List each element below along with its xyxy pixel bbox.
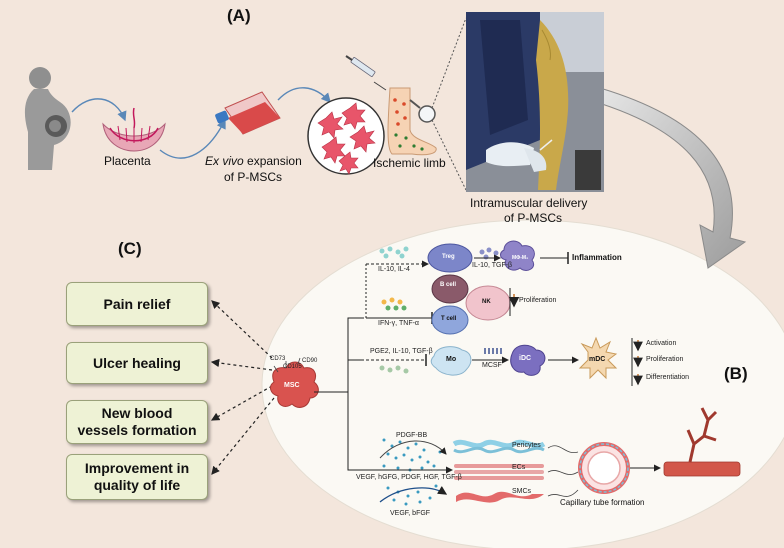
outcome-new-vessels-line2: vessels formation xyxy=(77,422,197,438)
ex-vivo-italic: Ex vivo xyxy=(205,154,244,168)
syringe-icon xyxy=(345,55,387,91)
expanded-cells-magnifier xyxy=(307,97,385,175)
b-cell-label: B cell xyxy=(440,282,457,288)
outcome-pain-relief: Pain relief xyxy=(66,282,208,326)
transition-arrow xyxy=(599,87,747,269)
idc-label: iDC xyxy=(519,355,532,362)
mcsf-label: MCSF xyxy=(482,362,502,369)
monocyte-cell xyxy=(430,346,472,376)
capillary-label: Capillary tube formation xyxy=(560,498,645,507)
il10-tgfb-label: IL-10, TGF-β xyxy=(472,262,513,269)
outcome-quality-of-life: Improvement in quality of life xyxy=(66,454,208,500)
ecs-label: ECs xyxy=(512,464,526,471)
ex-vivo-rest: expansion xyxy=(247,154,302,168)
b-cell xyxy=(431,274,469,304)
ex-vivo-label: Ex vivo expansion xyxy=(205,154,302,168)
panel-c-label: (C) xyxy=(118,239,142,258)
t-cell xyxy=(431,305,469,335)
treg-label: Treg xyxy=(442,254,455,260)
msc-to-pain-relief-arrow xyxy=(211,300,273,359)
outcome-new-vessels: New blood vessels formation xyxy=(66,400,208,444)
outcome-ulcer-healing-text: Ulcer healing xyxy=(93,354,181,371)
ischemic-limb-label: Ischemic limb xyxy=(373,156,446,170)
placenta-label: Placenta xyxy=(104,154,151,168)
pge2-label: PGE2, IL-10, TGF-β xyxy=(370,348,433,355)
activation-label: Activation xyxy=(646,340,677,347)
proliferation-label-2: Proliferation xyxy=(646,356,684,363)
pregnant-woman-icon xyxy=(24,67,71,170)
panel-a-label: (A) xyxy=(227,6,251,25)
mo-label: Mo xyxy=(446,356,457,363)
msc-to-ulcer-arrow xyxy=(210,358,273,371)
outcome-quality-line1: Improvement in xyxy=(84,460,190,476)
marker-cd73: CD73 xyxy=(270,356,286,362)
outcome-pain-relief-text: Pain relief xyxy=(103,295,171,312)
nk-label: NK xyxy=(482,299,491,305)
blood-vessel-icon xyxy=(663,407,741,477)
mdc-label: mDC xyxy=(589,356,606,363)
ecs-band xyxy=(454,464,544,480)
msc-to-quality-arrow xyxy=(211,397,275,475)
pdgf-bb-label: PDGF-BB xyxy=(396,432,428,439)
macrophage-label: MΦ-M₂ xyxy=(512,255,529,261)
marker-cd105: CD105 xyxy=(283,364,302,370)
outcome-new-vessels-line1: New blood xyxy=(101,405,173,421)
culture-flask-icon xyxy=(215,91,281,135)
macrophage-cell xyxy=(500,240,535,271)
pericytes-label: Pericytes xyxy=(512,442,541,449)
capillary-ring xyxy=(578,442,630,494)
marker-cd90: CD90 xyxy=(302,358,318,364)
il10-il4-label: IL-10, IL-4 xyxy=(378,266,410,273)
proliferation-label: Proliferation xyxy=(519,297,557,304)
treg-cell xyxy=(427,243,473,273)
mdc-cell xyxy=(578,336,618,380)
outcome-quality-line2: quality of life xyxy=(93,477,181,493)
delivery-label-line2: of P-MSCs xyxy=(504,211,563,225)
arrow-to-placenta xyxy=(71,98,127,122)
vegf-bfgf-label: VEGF, bFGF xyxy=(390,510,431,517)
inflammation-label: Inflammation xyxy=(572,253,622,262)
magnifier-icon xyxy=(409,99,436,123)
delivery-label-line1: Intramuscular delivery xyxy=(470,196,588,210)
outcome-ulcer-healing: Ulcer healing xyxy=(66,342,208,384)
vegf-list-label: VEGF, hGFG, PDGF, HGF, TGF-β xyxy=(356,474,462,481)
ex-vivo-line2: of P-MSCs xyxy=(224,170,283,184)
arrow-to-flask xyxy=(159,118,226,159)
placenta-icon xyxy=(102,107,166,152)
t-cell-label: T cell xyxy=(441,316,457,322)
ischemic-limb-icon xyxy=(387,87,437,156)
arrow-to-cells xyxy=(277,87,331,104)
smcs-band xyxy=(456,491,544,503)
msc-label: MSC xyxy=(284,382,300,389)
idc-cell xyxy=(510,344,546,376)
pericytes-band xyxy=(452,439,546,454)
ifn-tnf-label: IFN-γ, TNF-α xyxy=(378,320,419,327)
smcs-label: SMCs xyxy=(512,488,532,495)
differentiation-label: Differentiation xyxy=(646,374,690,381)
intramuscular-delivery-photo xyxy=(466,12,604,192)
panel-b-label: (B) xyxy=(724,364,748,383)
